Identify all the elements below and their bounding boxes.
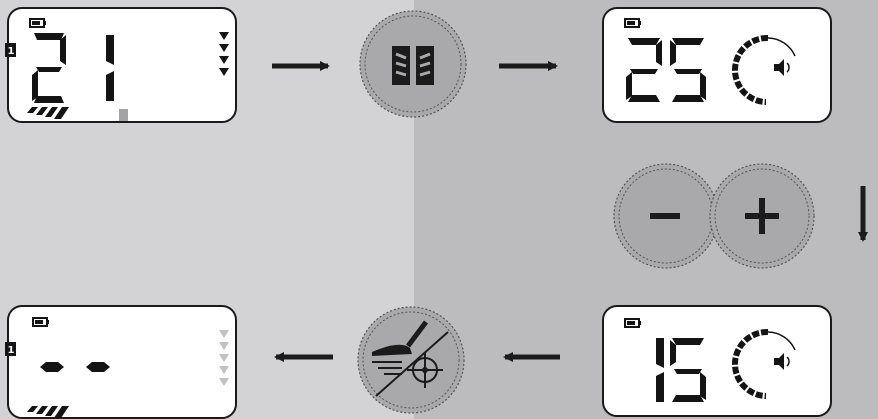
menu-button[interactable] xyxy=(359,10,467,118)
plus-icon xyxy=(745,198,779,234)
battery-icon xyxy=(29,18,46,28)
volume-gauge xyxy=(732,34,796,105)
pinpoint-button[interactable] xyxy=(357,306,465,414)
signal-strength-bars xyxy=(27,107,69,119)
digit-display xyxy=(40,362,110,372)
minus-icon xyxy=(650,213,680,219)
lcd-screen-bottom-left: 1 xyxy=(5,305,237,419)
digit-display xyxy=(32,33,114,103)
battery-icon xyxy=(624,18,641,28)
speaker-icon xyxy=(774,353,790,370)
mode-indicator: 1 xyxy=(5,43,16,57)
open-book-icon xyxy=(392,46,434,85)
depth-arrows xyxy=(219,32,229,76)
id-cursor xyxy=(119,109,128,121)
signal-strength-bars xyxy=(27,406,69,418)
lcd-screen-top-right xyxy=(602,7,832,123)
battery-icon xyxy=(32,317,49,327)
plus-button[interactable] xyxy=(709,163,815,269)
coil-target-icon xyxy=(372,320,449,397)
lcd-screen-top-left: 1 xyxy=(5,7,237,123)
volume-gauge xyxy=(732,328,796,399)
mode-indicator: 1 xyxy=(5,342,16,356)
digit-display xyxy=(656,338,706,402)
speaker-icon xyxy=(774,59,790,76)
battery-icon xyxy=(624,318,641,328)
lcd-screen-bottom-right xyxy=(602,305,832,417)
mode-number: 1 xyxy=(8,345,15,356)
depth-arrows xyxy=(219,330,229,386)
mode-number: 1 xyxy=(8,46,15,57)
digit-display xyxy=(626,38,706,102)
minus-button[interactable] xyxy=(613,163,719,269)
